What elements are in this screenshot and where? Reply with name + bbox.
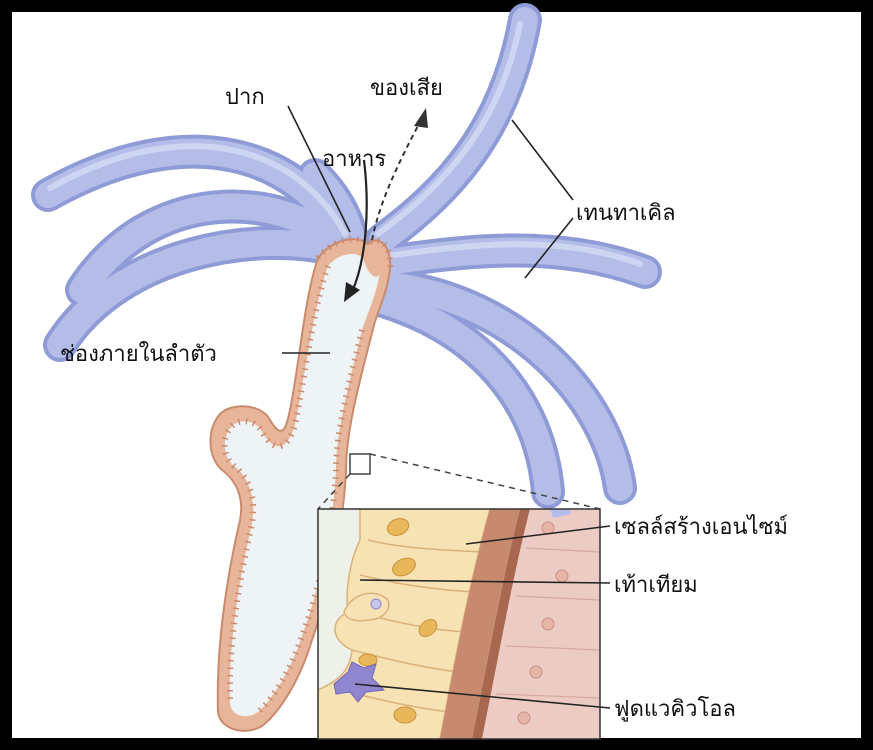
label-enzyme-cell: เซลล์สร้างเอนไซม์ — [614, 514, 788, 540]
label-waste: ของเสีย — [370, 76, 443, 101]
label-food: อาหาร — [322, 147, 386, 172]
cell-inset — [318, 492, 600, 739]
label-pseudopod: เท้าเทียม — [614, 573, 698, 598]
label-cavity: ช่องภายในลำตัว — [60, 341, 217, 367]
label-mouth: ปาก — [225, 85, 265, 110]
label-tentacle: เทนทาเคิล — [576, 201, 676, 226]
label-food-vacuole: ฟูดแวคิวโอล — [614, 696, 736, 722]
